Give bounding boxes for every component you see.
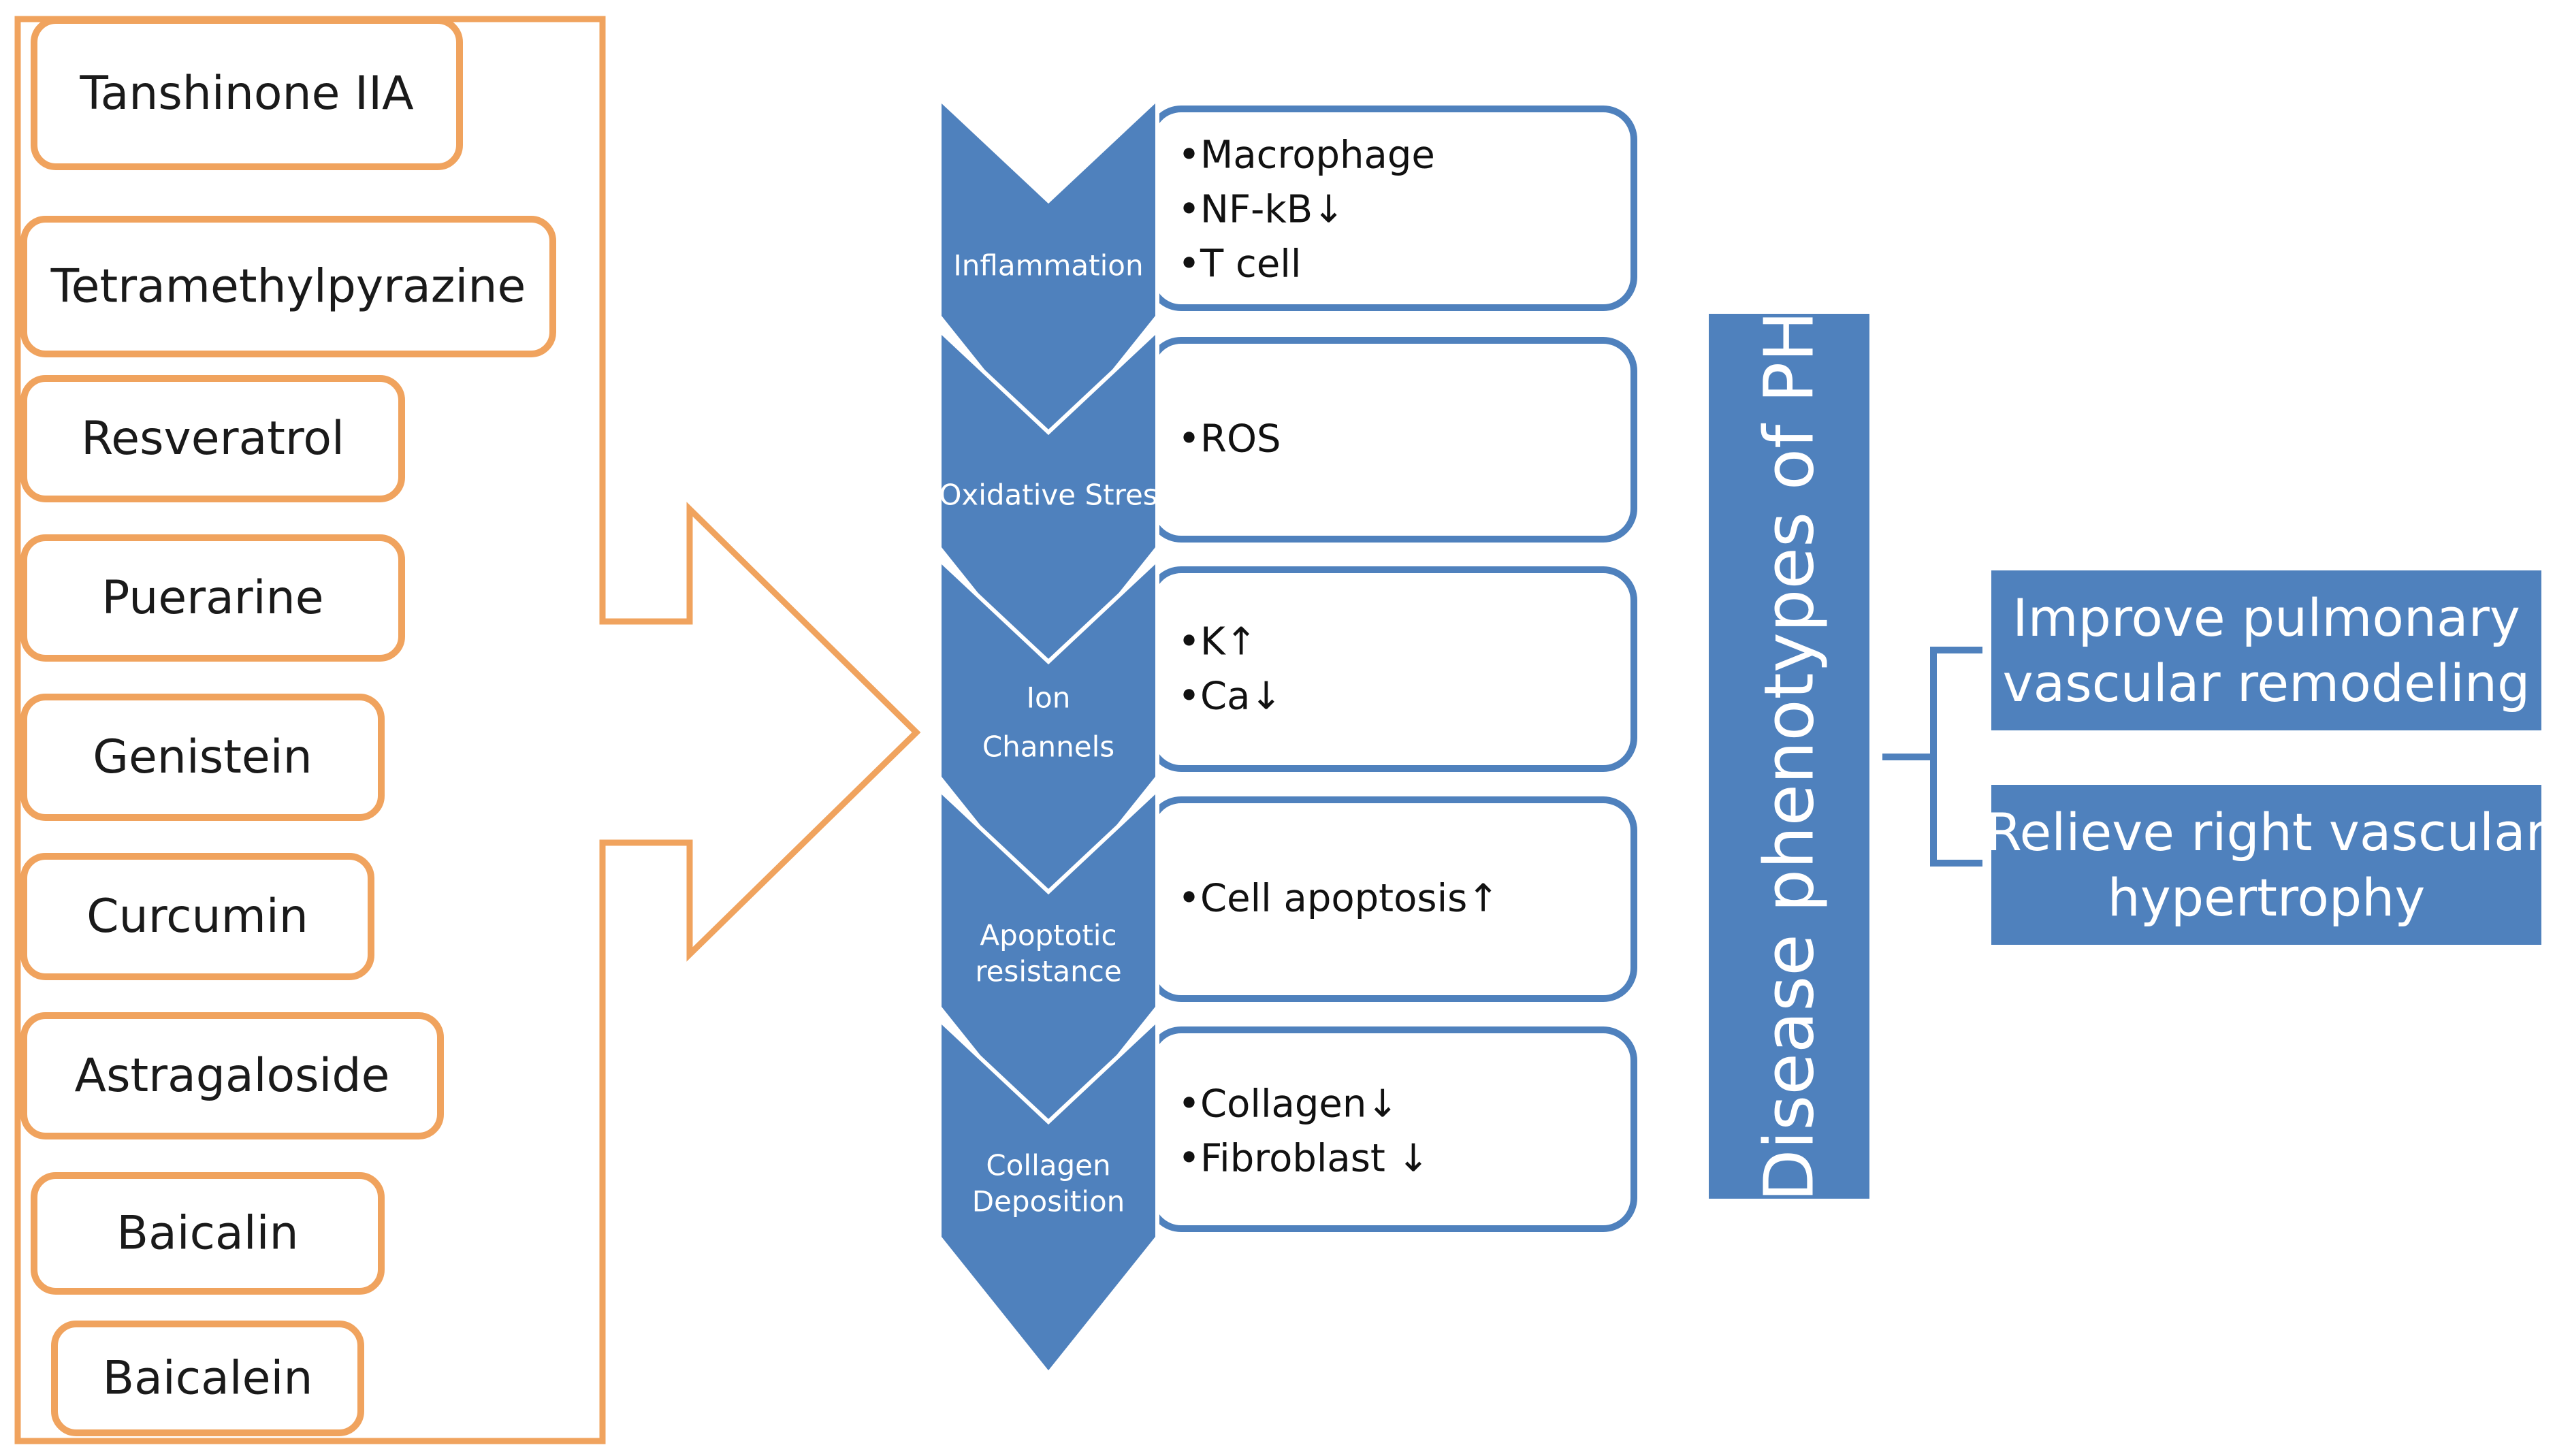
compound-item: Baicalein (51, 1321, 364, 1436)
stage-label: Deposition (972, 1185, 1125, 1218)
compound-label: Tetramethylpyrazine (50, 260, 526, 314)
compound-item: Genistein (20, 694, 385, 821)
compound-box (20, 853, 374, 980)
stage-bullet: •K↑ (1178, 620, 1257, 664)
stage-label: Inflammation (953, 249, 1143, 282)
phenotype-box: Disease phenotypes of PH (1709, 311, 1869, 1202)
compound-box (20, 216, 556, 357)
compound-list: Tanshinone IIA TetramethylpyrazineResvera… (20, 17, 556, 1436)
outcome-bracket (1882, 647, 1982, 867)
compound-label: Curcumin (86, 890, 308, 943)
compound-label: Baicalein (103, 1352, 313, 1406)
compound-item: Puerarine (20, 534, 405, 662)
compound-box (20, 1012, 444, 1139)
mechanism-stage: Oxidative Stres •ROS (937, 325, 1637, 687)
stage-chevron (937, 94, 1159, 456)
stage-chevron (937, 1015, 1159, 1377)
stage-label: resistance (975, 955, 1121, 988)
compound-box (31, 17, 463, 170)
stage-bullet: •Macrophage (1178, 133, 1435, 178)
compound-box (20, 375, 405, 502)
compound-item: Tanshinone IIA (31, 17, 463, 170)
stage-bullet: •T cell (1178, 242, 1301, 287)
stage-bullet: •Ca↓ (1178, 675, 1282, 719)
stage-bullet: •NF-kB↓ (1178, 188, 1345, 232)
outcome-label: hypertrophy (2108, 867, 2426, 928)
compound-box (20, 534, 405, 662)
stage-bullet: •Collagen↓ (1178, 1082, 1398, 1127)
outcome-label: Relieve right vascular (1986, 802, 2548, 862)
compound-label: Astragaloside (75, 1049, 390, 1103)
compound-label: Resveratrol (81, 412, 344, 466)
outcome-label: vascular remodeling (2003, 653, 2530, 713)
phenotype-label: Disease phenotypes of PH (1750, 311, 1829, 1202)
stage-detail-box (1147, 1026, 1637, 1232)
compound-item: Curcumin (20, 853, 374, 980)
mechanism-stage: Inflammation •Macrophage •NF-kB↓ •T cell (937, 94, 1637, 456)
compound-item: Baicalin (31, 1172, 385, 1295)
outcome-box (1991, 785, 2541, 945)
stage-label: Channels (982, 730, 1114, 764)
compound-label: Baicalin (116, 1207, 298, 1261)
stage-label: Collagen (986, 1149, 1110, 1182)
compound-bracket-arrow (14, 16, 921, 1444)
compound-label: Tanshinone IIA (79, 67, 413, 120)
outcome-box (1991, 570, 2541, 730)
stage-chevron (937, 555, 1159, 917)
stage-chevron (937, 785, 1159, 1147)
compound-box (20, 694, 385, 821)
compound-item: Tetramethylpyrazine (20, 216, 556, 357)
compound-box (51, 1321, 364, 1436)
stage-label: Oxidative Stres (939, 479, 1157, 512)
compound-label: Puerarine (101, 571, 323, 625)
stage-bullet: •ROS (1178, 417, 1281, 462)
phenotype-box-background (1709, 314, 1869, 1199)
stage-bullet: •Cell apoptosis↑ (1178, 877, 1499, 921)
mechanism-stages: Inflammation •Macrophage •NF-kB↓ •T cellOxi… (937, 94, 1637, 1377)
compound-box (31, 1172, 385, 1295)
stage-bullet: •Fibroblast ↓ (1178, 1137, 1430, 1181)
stage-label: Ion (1027, 681, 1071, 715)
compound-label: Genistein (93, 730, 312, 784)
compound-item: Resveratrol (20, 375, 405, 502)
stage-label: Apoptotic (980, 919, 1116, 952)
compound-item: Astragaloside (20, 1012, 444, 1139)
stage-chevron (937, 325, 1159, 687)
stage-detail-box (1147, 566, 1637, 772)
outcome-label: Improve pulmonary (2012, 587, 2520, 648)
